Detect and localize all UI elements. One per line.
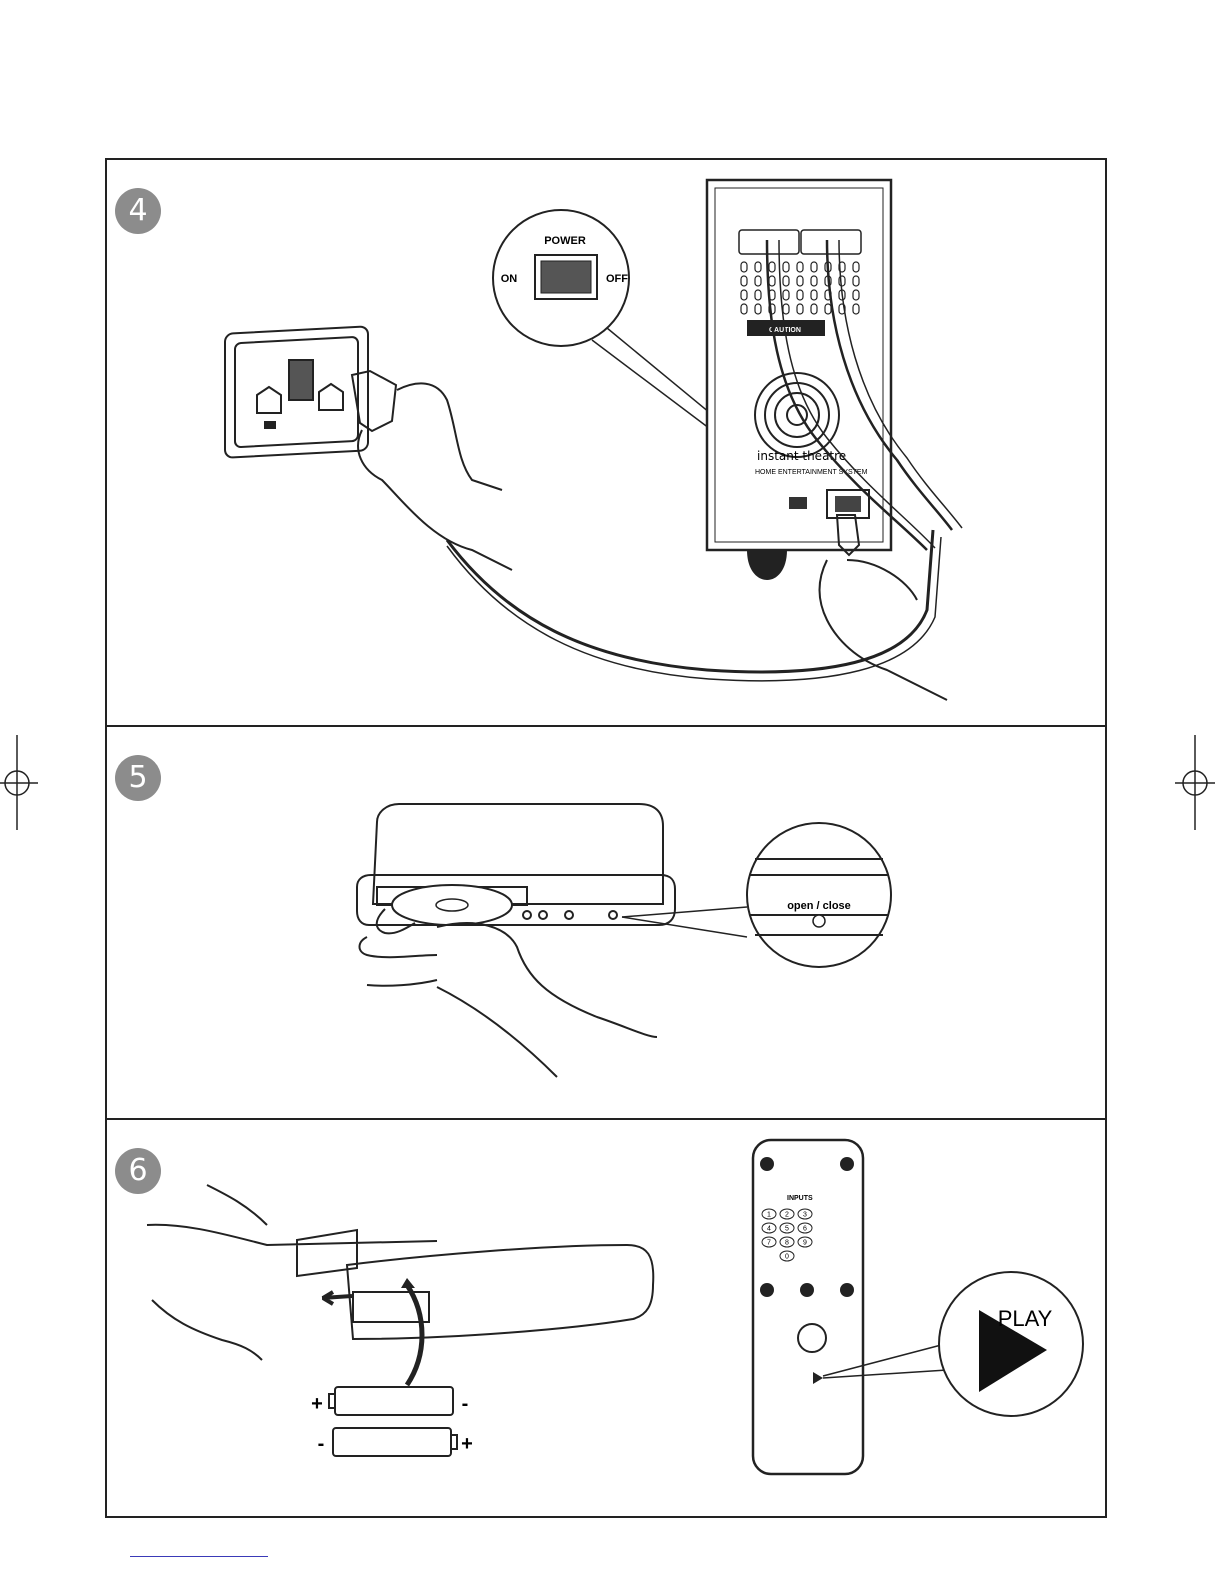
- remote-button[interactable]: [760, 1283, 774, 1297]
- step-6-panel: 6 + - - + INPUTS 1 2 3 4 5 6 7 8 9 0: [105, 1118, 1107, 1518]
- brand-text: instant theatre: [757, 449, 846, 463]
- disc: [392, 885, 512, 925]
- remote-button[interactable]: [840, 1157, 854, 1171]
- remote-button[interactable]: [760, 1157, 774, 1171]
- remote-button[interactable]: [800, 1283, 814, 1297]
- remote-key-label: 8: [785, 1240, 789, 1247]
- subwoofer-back-panel: CAUTION instant theatre HOME ENTERTAINME…: [707, 180, 962, 580]
- remote-key-label: 7: [767, 1240, 771, 1247]
- open-close-button: [813, 915, 825, 927]
- play-label: PLAY: [998, 1306, 1053, 1331]
- remote-key-label: 0: [785, 1254, 789, 1261]
- power-label: POWER: [544, 235, 586, 247]
- power-cable: [447, 530, 933, 672]
- step-4-panel: 4 POWER ON OFF: [105, 158, 1107, 727]
- remote-key-label: 3: [803, 1212, 807, 1219]
- svg-text:+: +: [311, 1393, 323, 1415]
- brand-tagline: HOME ENTERTAINMENT SYSTEM: [755, 469, 868, 476]
- loading-hand: [360, 909, 658, 1077]
- battery-install-illustration: + - - + INPUTS 1 2 3 4 5 6 7 8 9 0 PLAY: [107, 1120, 1107, 1516]
- off-label: OFF: [606, 273, 628, 285]
- inputs-label: INPUTS: [787, 1195, 813, 1202]
- bottom-rule: [130, 1556, 268, 1557]
- remote-key-label: 5: [785, 1226, 789, 1233]
- remote-button[interactable]: [840, 1283, 854, 1297]
- step-5-panel: 5 open / close: [105, 725, 1107, 1120]
- wall-socket: [225, 326, 368, 457]
- on-label: ON: [501, 273, 518, 285]
- svg-text:-: -: [318, 1433, 325, 1455]
- remote-key-label: 4: [767, 1226, 771, 1233]
- registration-mark-right: [1175, 735, 1215, 835]
- plug-hand: [352, 371, 512, 570]
- open-close-label: open / close: [787, 900, 851, 912]
- remote-front: INPUTS 1 2 3 4 5 6 7 8 9 0: [753, 1140, 863, 1474]
- svg-text:+: +: [461, 1433, 473, 1455]
- remote-key-label: 6: [803, 1226, 807, 1233]
- battery-bottom: - +: [318, 1428, 473, 1456]
- disc-loading-illustration: open / close: [107, 727, 1107, 1119]
- remote-key-label: 1: [767, 1212, 771, 1219]
- power-connection-illustration: POWER ON OFF CAUTION instant theatre HOM…: [107, 160, 1107, 726]
- registration-mark-left: [0, 735, 40, 835]
- svg-text:-: -: [462, 1393, 469, 1415]
- open-close-callout: [747, 823, 891, 967]
- remote-key-label: 2: [785, 1212, 789, 1219]
- battery-top: + -: [311, 1387, 468, 1415]
- remote-key-label: 9: [803, 1240, 807, 1247]
